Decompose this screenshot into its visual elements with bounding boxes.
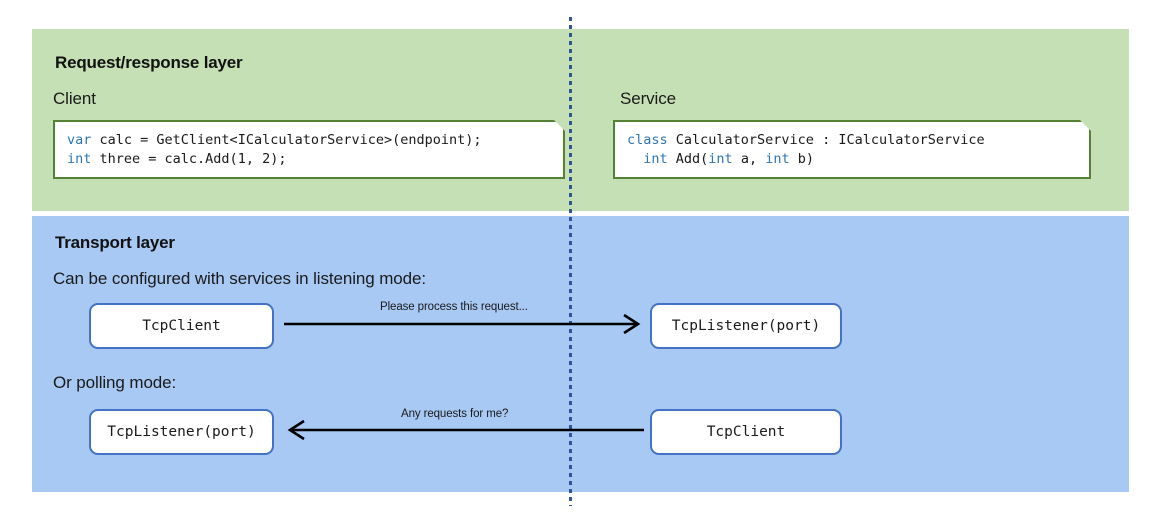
node-tcplistener-polling[interactable]: TcpListener(port) xyxy=(89,409,274,455)
code-keyword-class: class xyxy=(627,132,668,148)
arrow-request-right xyxy=(284,313,641,335)
service-code-param-a: a, xyxy=(732,151,766,167)
service-code-snippet: class CalculatorService : ICalculatorSer… xyxy=(613,120,1091,179)
service-code-param-b: b) xyxy=(789,151,814,167)
request-response-layer-title: Request/response layer xyxy=(55,53,243,72)
client-column-label: Client xyxy=(53,89,96,108)
listening-mode-caption: Can be configured with services in liste… xyxy=(53,269,426,288)
client-code-line-2-rest: three = calc.Add(1, 2); xyxy=(91,151,287,167)
service-code-add-open: Add( xyxy=(667,151,709,167)
arrow-label-request: Please process this request... xyxy=(380,301,528,313)
service-code-indent xyxy=(627,151,643,167)
node-tcpclient-listening[interactable]: TcpClient xyxy=(89,303,274,349)
node-tcpclient-polling[interactable]: TcpClient xyxy=(650,409,842,455)
client-code-snippet: var calc = GetClient<ICalculatorService>… xyxy=(53,120,565,179)
client-service-divider xyxy=(569,17,572,506)
client-code-line-1-rest: calc = GetClient<ICalculatorService>(end… xyxy=(91,132,482,148)
polling-mode-caption: Or polling mode: xyxy=(53,373,177,392)
code-keyword-int-client: int xyxy=(67,151,92,167)
code-keyword-int-return: int xyxy=(643,151,668,167)
transport-layer-title: Transport layer xyxy=(55,233,175,252)
code-keyword-int-param-a: int xyxy=(708,151,733,167)
arrow-poll-left xyxy=(287,419,644,441)
service-code-line-1-rest: CalculatorService : ICalculatorService xyxy=(667,132,985,148)
code-keyword-int-param-b: int xyxy=(765,151,790,167)
code-keyword-var: var xyxy=(67,132,92,148)
node-tcplistener-listening[interactable]: TcpListener(port) xyxy=(650,303,842,349)
service-column-label: Service xyxy=(620,89,676,108)
arrow-label-poll: Any requests for me? xyxy=(401,408,509,420)
